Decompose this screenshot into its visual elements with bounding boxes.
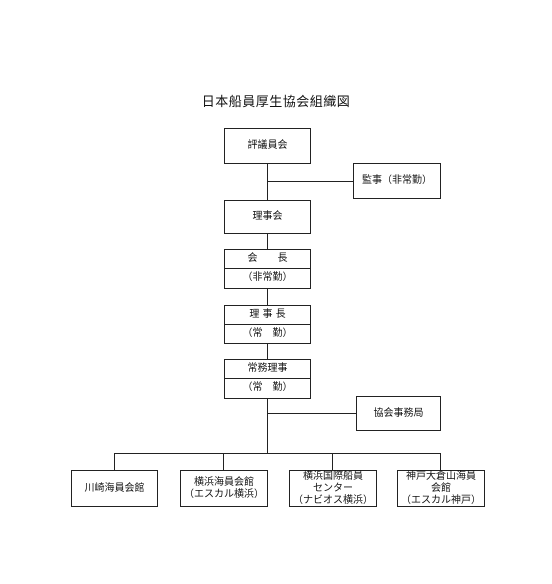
facility-line: 会館 — [431, 482, 451, 494]
connector-chief-managing — [267, 343, 268, 360]
connector-secretariat — [267, 413, 357, 414]
managing-director-box: 常務理事 （常 勤） — [224, 359, 311, 399]
facility-navios-box: 横浜国際船員 センター （ナビオス横浜） — [289, 470, 377, 507]
chief-director-label: 理 事 長 — [225, 306, 310, 325]
connector-council-board — [267, 163, 268, 201]
chairman-status: （非常勤） — [242, 272, 293, 283]
connector-facility-4 — [440, 453, 441, 471]
board-label: 理事会 — [252, 211, 283, 222]
facility-yokohama-box: 横浜海員会館 （エスカル横浜） — [180, 470, 268, 507]
facility-kawasaki-box: 川崎海員会館 — [71, 470, 158, 507]
chairman-label: 会 長 — [225, 250, 310, 269]
council-label: 評議員会 — [247, 140, 288, 151]
facility-line: センター — [313, 482, 353, 494]
facility-line: 横浜海員会館 — [194, 476, 254, 488]
facility-line: （エスカル神戸） — [401, 494, 481, 506]
managing-director-status: （常 勤） — [242, 382, 293, 393]
auditor-box: 監事（非常勤） — [353, 163, 441, 199]
secretariat-label: 協会事務局 — [373, 407, 424, 419]
board-box: 理事会 — [224, 200, 311, 234]
chief-director-status: （常 勤） — [242, 328, 293, 339]
connector-auditor — [267, 181, 354, 182]
managing-director-label: 常務理事 — [225, 360, 310, 379]
facility-line: 横浜国際船員 — [303, 470, 363, 482]
facility-line: 川崎海員会館 — [84, 482, 145, 494]
connector-chairman-chief — [267, 288, 268, 306]
facility-kobe-box: 神戸大倉山海員 会館 （エスカル神戸） — [397, 470, 485, 507]
connector-facility-3 — [332, 453, 333, 471]
facility-line: （エスカル横浜） — [184, 488, 264, 500]
council-box: 評議員会 — [224, 128, 311, 164]
secretariat-box: 協会事務局 — [356, 396, 441, 431]
connector-facility-1 — [114, 453, 115, 471]
facility-line: （ナビオス横浜） — [293, 494, 373, 506]
connector-managing-branch — [267, 398, 268, 453]
facility-line: 神戸大倉山海員 — [406, 470, 476, 482]
chairman-box: 会 長 （非常勤） — [224, 249, 311, 289]
chart-title: 日本船員厚生協会組織図 — [201, 95, 351, 110]
connector-facility-2 — [223, 453, 224, 471]
connector-facilities-bus — [114, 453, 441, 454]
auditor-label: 監事（非常勤） — [362, 175, 432, 186]
connector-board-chairman — [267, 233, 268, 250]
chief-director-box: 理 事 長 （常 勤） — [224, 305, 311, 344]
